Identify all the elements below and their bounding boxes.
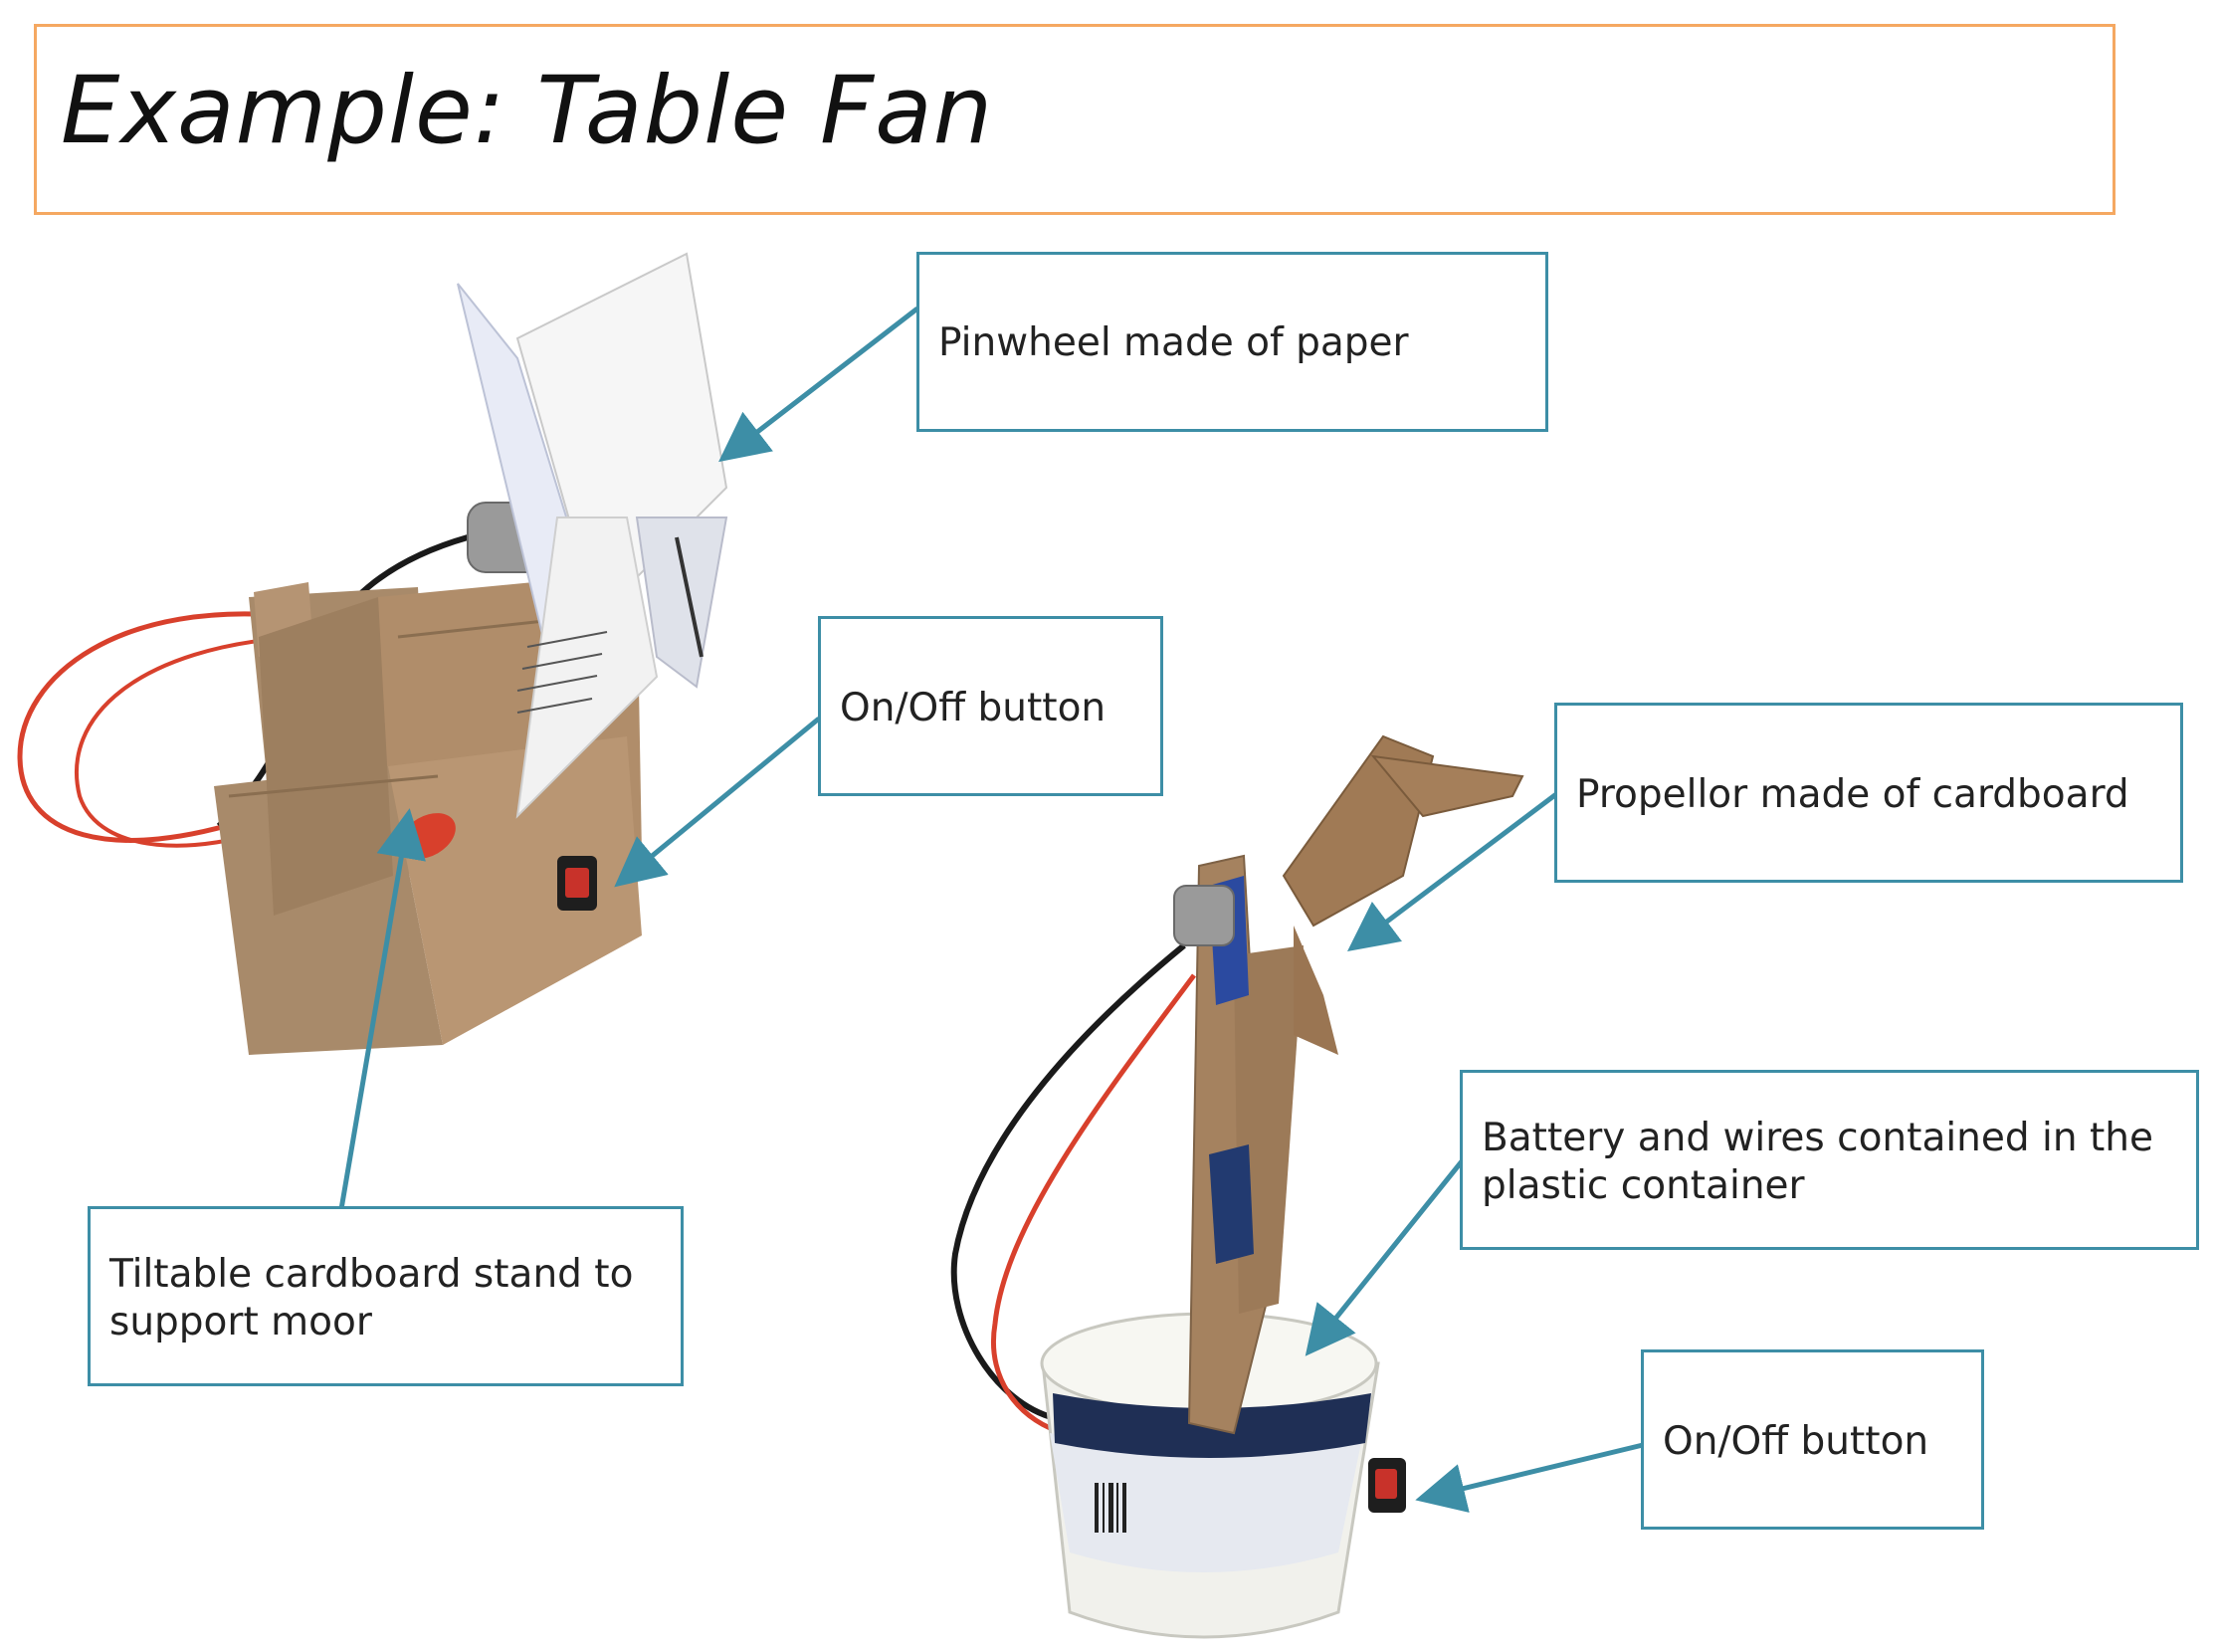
battery-callout: Battery and wires contained in the plast… xyxy=(1460,1070,2199,1250)
fan-one-switch-arrow xyxy=(614,717,821,888)
fan-two-switch-arrow xyxy=(1415,1442,1644,1513)
fan-one-switch-label: On/Off button xyxy=(840,686,1107,730)
stand-label: Tiltable cardboard stand to support moor xyxy=(109,1252,634,1344)
propeller-arrow xyxy=(1347,792,1558,952)
pinwheel-label: Pinwheel made of paper xyxy=(938,320,1409,365)
slide-title: Example: Table Fan xyxy=(61,57,994,165)
fan-one-photo xyxy=(17,252,728,1055)
stand-callout: Tiltable cardboard stand to support moor xyxy=(88,1206,684,1386)
fan-two-photo xyxy=(950,734,1524,1639)
fan-two-switch-callout: On/Off button xyxy=(1641,1349,1984,1530)
pinwheel-callout: Pinwheel made of paper xyxy=(916,252,1548,432)
pinwheel-arrow xyxy=(718,307,919,463)
title-box: Example: Table Fan xyxy=(34,24,2115,215)
propeller-callout: Propellor made of cardboard xyxy=(1554,703,2183,883)
fan-one-switch-callout: On/Off button xyxy=(818,616,1163,796)
battery-label: Battery and wires contained in the plast… xyxy=(1482,1116,2153,1208)
stand-arrow xyxy=(338,808,426,1210)
battery-arrow xyxy=(1305,1159,1464,1356)
propeller-label: Propellor made of cardboard xyxy=(1576,772,2129,817)
fan-two-switch-label: On/Off button xyxy=(1663,1419,1929,1464)
